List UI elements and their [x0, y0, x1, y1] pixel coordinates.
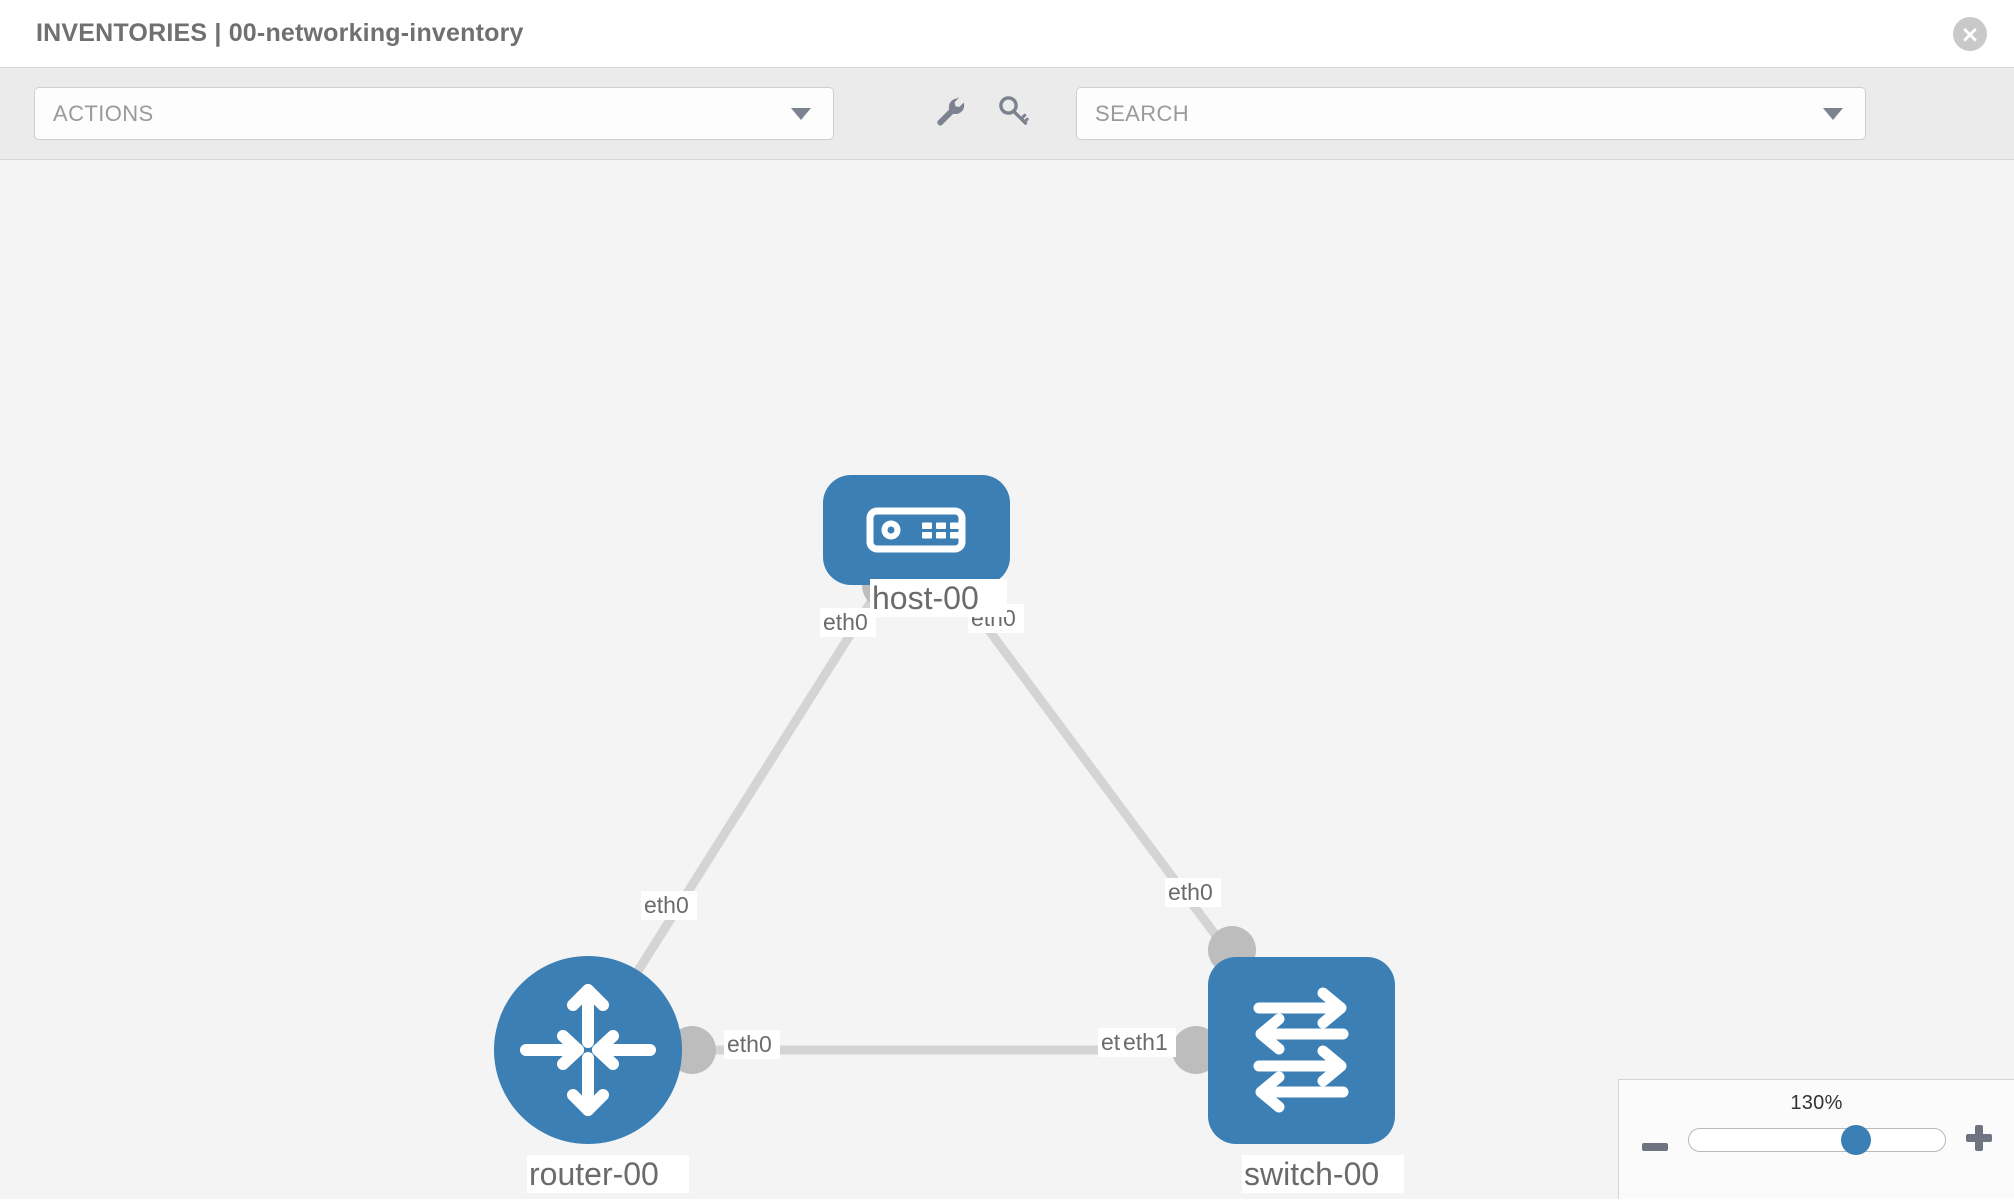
zoom-level-value: 130% [1790, 1092, 1843, 1114]
zoom-in-button[interactable] [1965, 1123, 1992, 1157]
node-switch-00[interactable] [1208, 957, 1395, 1144]
toolbar: ACTIONS [0, 68, 2014, 160]
node-switch-00-shape[interactable] [1208, 957, 1395, 1144]
topology-edges [584, 575, 1305, 1055]
node-host-00[interactable] [823, 475, 1010, 585]
search-field[interactable] [1076, 87, 1866, 140]
topology-graph: eth0 eth0 eth0 eth0 eth0 eth0 eth1 host-… [494, 475, 1404, 1193]
node-router-00[interactable] [494, 956, 682, 1144]
topology-canvas[interactable]: eth0 eth0 eth0 eth0 eth0 eth0 eth1 host-… [0, 160, 2014, 1199]
zoom-slider-track[interactable] [1687, 1125, 1946, 1155]
node-label-switch-00: switch-00 [1244, 1156, 1379, 1192]
toolbar-icon-group [932, 94, 1030, 133]
iface-label-switch00-left-eth1: eth1 [1123, 1029, 1168, 1055]
zoom-slider-thumb[interactable] [1840, 1125, 1871, 1155]
node-host-00-shape[interactable] [823, 475, 1010, 585]
topology-connectors [668, 561, 1256, 1074]
actions-dropdown[interactable]: ACTIONS [34, 87, 834, 140]
close-button[interactable] [1953, 16, 1987, 51]
page-header: INVENTORIES | 00-networking-inventory [0, 0, 2014, 68]
search-input[interactable] [1095, 100, 1847, 127]
page-title: INVENTORIES | 00-networking-inventory [36, 19, 524, 47]
iface-label-host00-left: eth0 [823, 609, 868, 635]
close-icon [1961, 25, 1979, 43]
chevron-down-icon [791, 107, 811, 120]
iface-label-router00-right: eth0 [727, 1031, 772, 1057]
iface-label-switch00-up: eth0 [1168, 879, 1213, 905]
key-icon[interactable] [996, 94, 1030, 133]
node-label-host-00: host-00 [872, 580, 979, 616]
chevron-down-icon[interactable] [1823, 107, 1843, 120]
iface-label-router00-up: eth0 [644, 892, 689, 918]
zoom-out-button[interactable] [1641, 1123, 1668, 1157]
wrench-icon[interactable] [932, 94, 966, 133]
node-label-router-00: router-00 [529, 1156, 659, 1192]
node-labels: host-00 router-00 switch-00 [527, 579, 1404, 1193]
actions-dropdown-label: ACTIONS [53, 100, 154, 126]
zoom-control-panel: 130% [1618, 1079, 2014, 1199]
node-router-00-shape[interactable] [494, 956, 682, 1144]
